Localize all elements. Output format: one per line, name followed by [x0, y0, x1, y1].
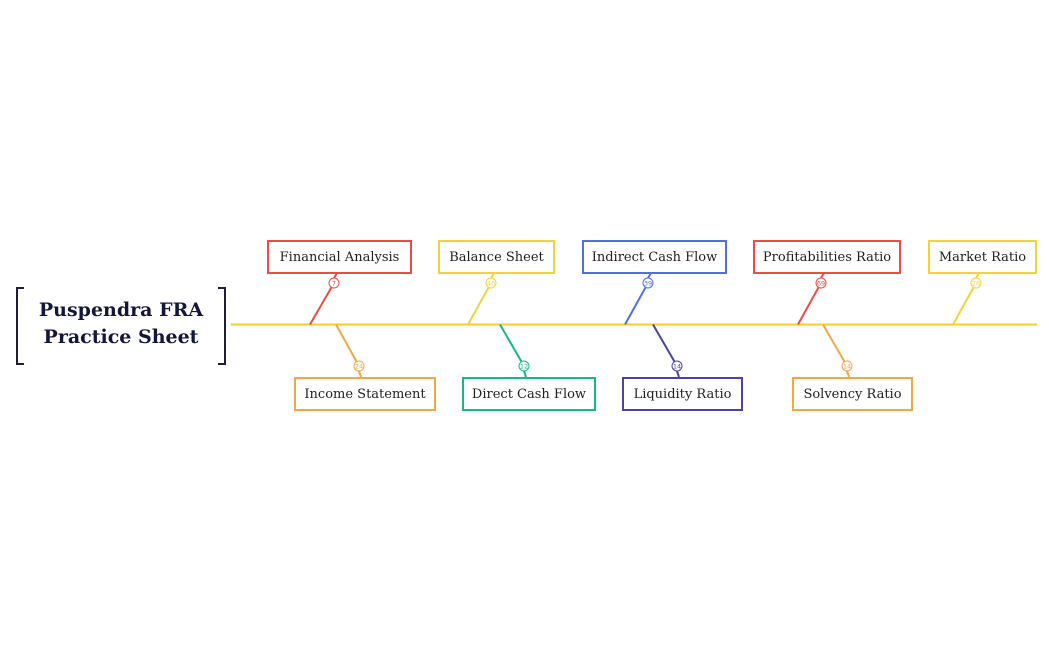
title-line-1: Puspendra FRA — [38, 299, 204, 321]
count-badge-label: 14 — [843, 362, 851, 370]
count-badge — [485, 277, 497, 289]
central-topic[interactable]: Puspendra FRA Practice Sheet — [16, 287, 226, 365]
topic-income-statement[interactable]: Income Statement — [294, 377, 436, 411]
branch-connector — [797, 286, 820, 325]
count-badge — [815, 277, 827, 289]
branch-market-ratio: 26 — [952, 272, 982, 325]
branch-connector — [952, 286, 975, 325]
branch-stub — [523, 370, 527, 378]
branch-connector — [335, 324, 358, 363]
topic-solvency-ratio[interactable]: Solvency Ratio — [792, 377, 913, 411]
count-badge-label: 69 — [817, 279, 825, 287]
count-badge — [642, 277, 654, 289]
branch-connector — [467, 286, 490, 325]
topic-direct-cash-flow[interactable]: Direct Cash Flow — [462, 377, 596, 411]
count-badge — [671, 360, 683, 372]
branch-connector — [499, 323, 523, 363]
count-badge-label: 14 — [673, 362, 681, 370]
branch-connector — [822, 323, 846, 363]
branch-stub — [846, 370, 850, 378]
branch-connector — [652, 323, 676, 363]
count-badge-label: 12 — [520, 362, 528, 370]
title-line-2: Practice Sheet — [43, 326, 199, 348]
central-topic-title: Puspendra FRA Practice Sheet — [26, 297, 216, 351]
branch-indirect-cash-flow: 39 — [624, 272, 654, 325]
topic-liquidity-ratio[interactable]: Liquidity Ratio — [622, 377, 743, 411]
branch-income-statement: 24 — [335, 324, 365, 378]
count-badge — [518, 360, 530, 372]
branch-liquidity-ratio: 14 — [652, 323, 683, 378]
branch-direct-cash-flow: 12 — [499, 323, 530, 378]
branch-connector — [624, 286, 647, 325]
left-bracket — [16, 287, 24, 365]
branch-balance-sheet: 46 — [467, 272, 497, 325]
right-bracket — [218, 287, 226, 365]
count-badge — [353, 360, 365, 372]
topic-market-ratio[interactable]: Market Ratio — [928, 240, 1037, 274]
topic-balance-sheet[interactable]: Balance Sheet — [438, 240, 555, 274]
branch-stub — [358, 370, 362, 378]
branch-financial-analysis: 7 — [309, 272, 340, 326]
count-badge-label: 46 — [487, 279, 495, 287]
count-badge — [841, 360, 853, 372]
topic-financial-analysis[interactable]: Financial Analysis — [267, 240, 412, 274]
count-badge — [970, 277, 982, 289]
count-badge-label: 39 — [644, 279, 652, 287]
branch-stub — [676, 370, 680, 378]
count-badge — [328, 277, 340, 289]
topic-indirect-cash-flow[interactable]: Indirect Cash Flow — [582, 240, 727, 274]
branch-connector — [309, 286, 333, 326]
branch-solvency-ratio: 14 — [822, 323, 853, 378]
topic-profitabilities-ratio[interactable]: Profitabilities Ratio — [753, 240, 901, 274]
count-badge-label: 7 — [332, 279, 336, 287]
count-badge-label: 26 — [972, 279, 980, 287]
count-badge-label: 24 — [355, 362, 363, 370]
branch-profitabilities-ratio: 69 — [797, 272, 827, 325]
